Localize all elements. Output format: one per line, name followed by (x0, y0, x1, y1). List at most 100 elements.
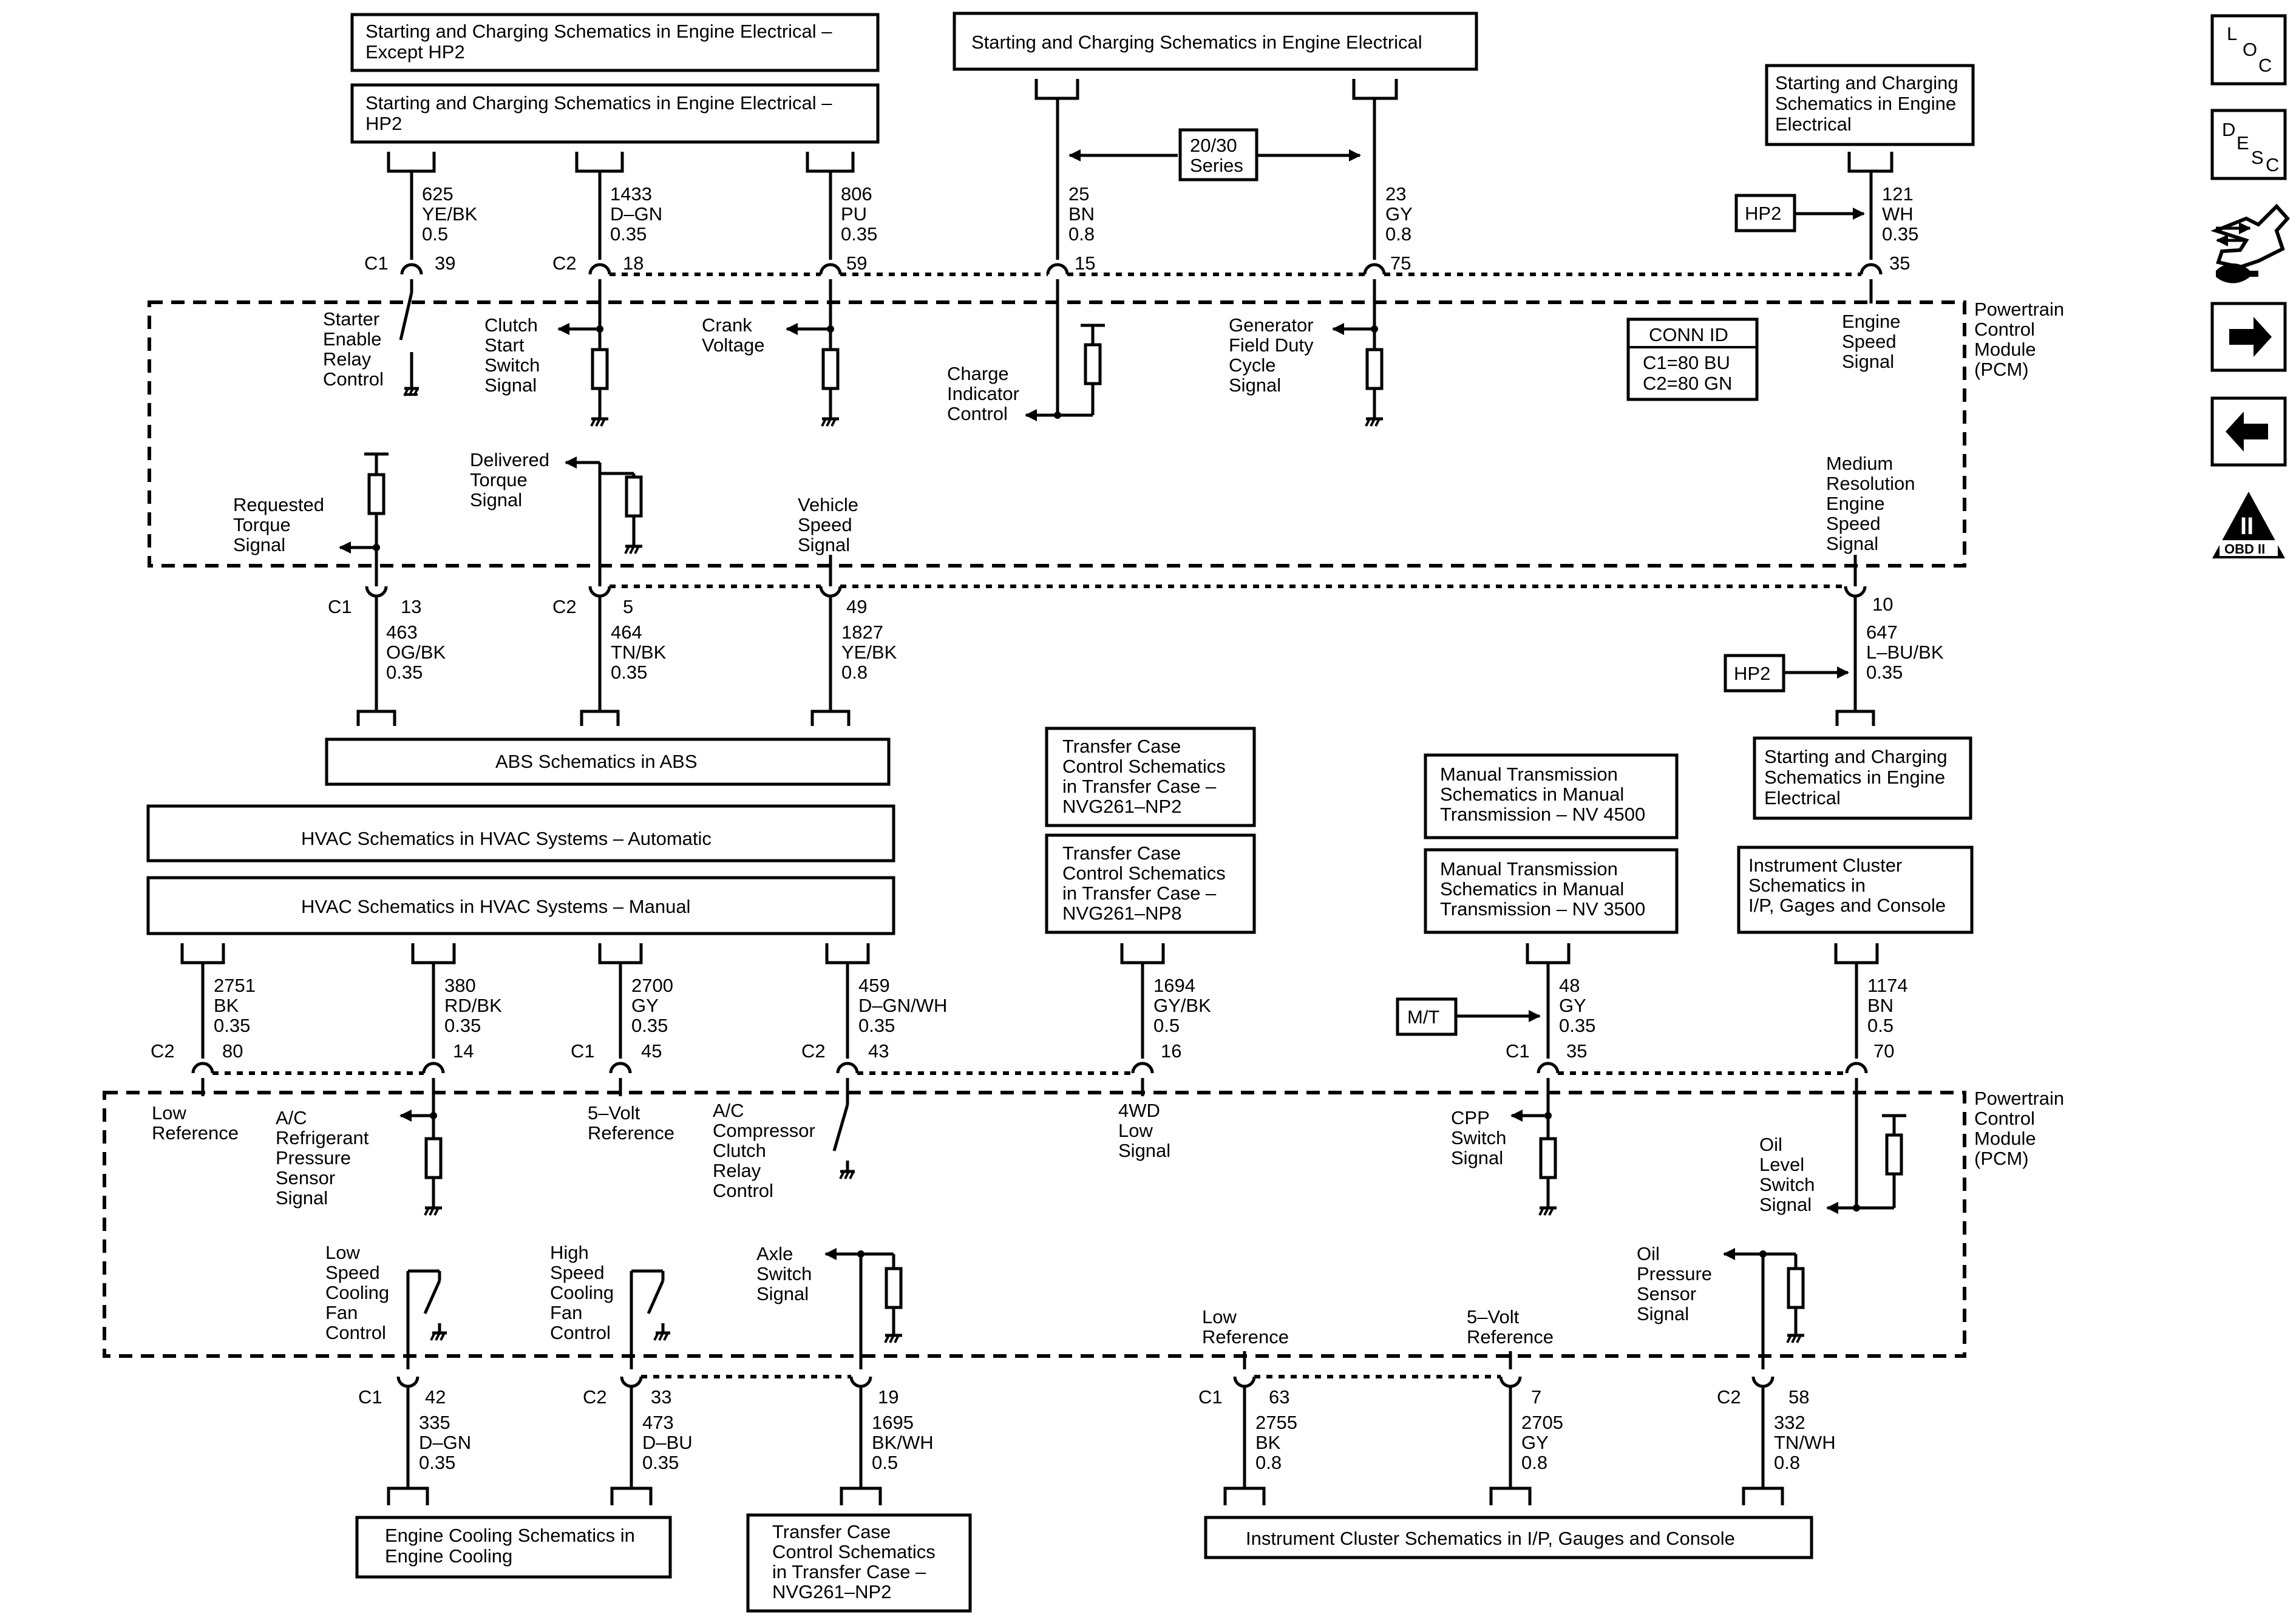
svg-text:NVG261–NP8: NVG261–NP8 (1062, 903, 1181, 924)
circuit-crank-voltage (786, 279, 840, 427)
svg-text:Starting and Charging Schemati: Starting and Charging Schematics in Engi… (971, 32, 1422, 53)
svg-text:5–Volt: 5–Volt (1467, 1306, 1520, 1327)
wires-row-4 (387, 1386, 1784, 1505)
svg-text:1827: 1827 (841, 622, 883, 643)
conn-c2-row4a: C2 (583, 1386, 607, 1408)
ref-box-manual-trans-nv3500[interactable]: Manual Transmission Schematics in Manual… (1424, 848, 1679, 934)
ref-box-hvac-manual[interactable]: HVAC Schematics in HVAC Systems – Manual (146, 876, 895, 935)
svg-text:Oil: Oil (1759, 1134, 1782, 1155)
svg-text:0.5: 0.5 (872, 1452, 898, 1473)
ref-box-starting-charging-top-right[interactable]: Starting and Charging Schematics in Engi… (1765, 64, 1975, 146)
svg-text:YE/BK: YE/BK (841, 642, 897, 663)
svg-text:Low: Low (1118, 1120, 1153, 1141)
svg-text:Manual Transmission: Manual Transmission (1440, 858, 1618, 880)
ref-box-manual-trans-nv4500[interactable]: Manual Transmission Schematics in Manual… (1424, 753, 1679, 839)
loc-icon[interactable]: L O C (2210, 14, 2287, 86)
conn-c1-row2: C1 (328, 596, 352, 617)
arrow-right-icon[interactable] (2210, 302, 2287, 372)
svg-text:Control: Control (947, 403, 1008, 424)
svg-text:48: 48 (1559, 975, 1580, 996)
svg-text:Control Schematics: Control Schematics (1062, 756, 1226, 777)
pcm-label-top: Powertrain Control Module (PCM) (1974, 299, 2064, 380)
ref-box-abs[interactable]: ABS Schematics in ABS (325, 737, 891, 786)
svg-text:C: C (2258, 55, 2272, 76)
pin-15: 15 (1075, 253, 1095, 274)
signal-five-volt-a: 5–Volt Reference (588, 1102, 674, 1144)
svg-text:D: D (2222, 119, 2235, 140)
ref-box-hvac-automatic[interactable]: HVAC Schematics in HVAC Systems – Automa… (146, 804, 895, 863)
svg-text:in Transfer Case –: in Transfer Case – (1062, 883, 1217, 904)
svg-text:Transfer Case: Transfer Case (1062, 736, 1181, 757)
obd-ii-icon[interactable]: II OBD II (2212, 492, 2285, 558)
ref-box-starting-charging-except-hp2[interactable]: Starting and Charging Schematics in Engi… (350, 13, 880, 72)
svg-text:HVAC Schematics in HVAC System: HVAC Schematics in HVAC Systems – Manual (301, 896, 690, 917)
conn-id-box: CONN ID C1=80 BU C2=80 GN (1626, 317, 1759, 401)
svg-text:0.8: 0.8 (1774, 1452, 1800, 1473)
svg-text:O: O (2243, 39, 2257, 60)
svg-text:Control: Control (1974, 319, 2035, 340)
svg-text:Instrument Cluster Schematics: Instrument Cluster Schematics in I/P, Ga… (1246, 1528, 1735, 1549)
pin-59: 59 (846, 253, 867, 274)
svg-text:in Transfer Case –: in Transfer Case – (1062, 776, 1217, 797)
pin-10: 10 (1872, 594, 1893, 615)
svg-text:Signal: Signal (470, 489, 522, 510)
svg-text:Schematics in Engine: Schematics in Engine (1775, 93, 1956, 114)
svg-text:806: 806 (841, 183, 872, 205)
connector-tool-icon[interactable] (2210, 203, 2291, 283)
svg-text:Pressure: Pressure (276, 1147, 351, 1168)
svg-text:D–GN: D–GN (610, 203, 662, 225)
svg-text:ABS Schematics in ABS: ABS Schematics in ABS (495, 751, 698, 772)
ref-box-transfer-case-np2-top[interactable]: Transfer Case Control Schematics in Tran… (1045, 727, 1256, 827)
svg-text:Clutch: Clutch (484, 314, 538, 336)
conn-c2-row3a: C2 (151, 1040, 175, 1062)
svg-text:S: S (2251, 147, 2264, 168)
svg-text:0.35: 0.35 (214, 1015, 250, 1036)
arrow-left-icon[interactable] (2210, 396, 2287, 467)
svg-text:Signal: Signal (1451, 1147, 1503, 1168)
svg-text:0.5: 0.5 (422, 223, 448, 245)
svg-text:GY: GY (1385, 203, 1413, 225)
svg-text:WH: WH (1882, 203, 1914, 225)
svg-text:D–GN: D–GN (419, 1432, 471, 1453)
svg-text:YE/BK: YE/BK (422, 203, 478, 225)
svg-text:HVAC Schematics in HVAC System: HVAC Schematics in HVAC Systems – Automa… (301, 828, 712, 849)
svg-text:A/C: A/C (276, 1107, 307, 1128)
svg-text:Transmission – NV 4500: Transmission – NV 4500 (1440, 804, 1645, 825)
ref-box-starting-charging-hp2[interactable]: Starting and Charging Schematics in Engi… (350, 83, 880, 144)
ref-box-instrument-cluster-right[interactable]: Instrument Cluster Schematics in I/P, Ga… (1737, 846, 1974, 934)
svg-text:0.8: 0.8 (1068, 223, 1095, 245)
ref-box-starting-charging-mid-right[interactable]: Starting and Charging Schematics in Engi… (1753, 736, 1972, 820)
ref-box-transfer-case-np8[interactable]: Transfer Case Control Schematics in Tran… (1045, 833, 1256, 934)
svg-text:Clutch: Clutch (713, 1140, 766, 1161)
pin-16: 16 (1161, 1040, 1181, 1062)
ref-box-engine-cooling[interactable]: Engine Cooling Schematics in Engine Cool… (355, 1516, 672, 1579)
conn-c2-row4b: C2 (1717, 1386, 1741, 1408)
ref-box-starting-charging-center[interactable]: Starting and Charging Schematics in Engi… (953, 12, 1478, 71)
svg-text:Starter: Starter (323, 308, 379, 330)
svg-text:Starting and Charging Schemati: Starting and Charging Schematics in Engi… (365, 92, 832, 114)
desc-icon[interactable]: D E S C (2210, 109, 2287, 180)
svg-text:0.5: 0.5 (1153, 1015, 1180, 1036)
svg-text:0.35: 0.35 (1866, 662, 1903, 683)
svg-text:5–Volt: 5–Volt (588, 1102, 640, 1124)
circuit-oil-pressure (1723, 1248, 1805, 1369)
wires-row-3 (201, 963, 1858, 1059)
svg-text:Schematics in: Schematics in (1748, 875, 1866, 896)
svg-text:Speed: Speed (325, 1262, 380, 1283)
svg-text:Control: Control (550, 1322, 611, 1343)
signal-requested-torque: Requested Torque Signal (233, 494, 324, 555)
ref-box-transfer-case-np2-bottom[interactable]: Transfer Case Control Schematics in Tran… (746, 1513, 972, 1613)
svg-text:Engine: Engine (1842, 311, 1901, 332)
svg-text:0.35: 0.35 (419, 1452, 455, 1473)
signal-4wd-low: 4WD Low Signal (1118, 1100, 1170, 1161)
svg-text:Low: Low (325, 1242, 360, 1263)
svg-text:Fan: Fan (325, 1302, 358, 1323)
svg-text:0.8: 0.8 (1521, 1452, 1547, 1473)
pin-70: 70 (1873, 1040, 1894, 1062)
ref-box-instrument-cluster-bottom[interactable]: Instrument Cluster Schematics in I/P, Ga… (1204, 1516, 1813, 1559)
